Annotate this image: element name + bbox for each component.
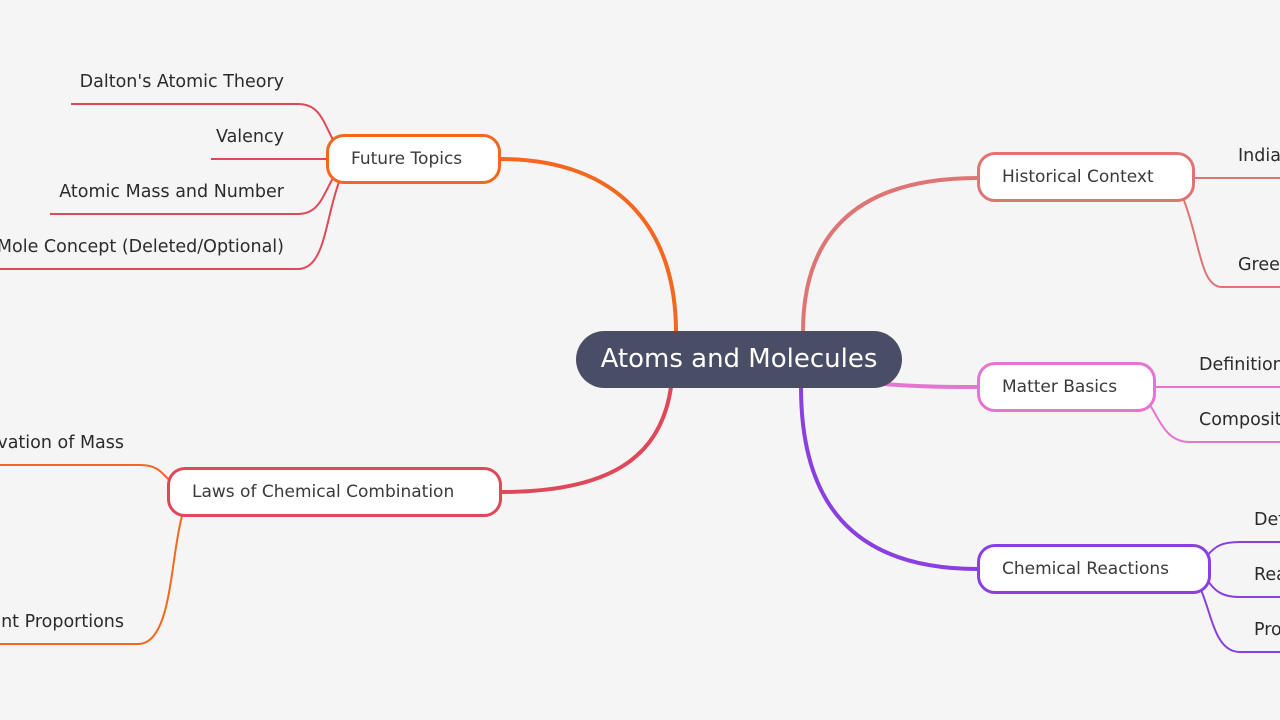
link-future-daltons bbox=[71, 103, 334, 141]
leaf-daltons-atomic-theory[interactable]: Dalton's Atomic Theory bbox=[79, 72, 284, 92]
link-future-atomic-mass bbox=[50, 177, 334, 215]
node-chemical-reactions[interactable]: Chemical Reactions bbox=[977, 544, 1211, 594]
link-reactions-def bbox=[1206, 541, 1280, 557]
link-root-matter bbox=[883, 382, 979, 389]
leaf-conservation-of-mass[interactable]: vation of Mass bbox=[0, 433, 124, 453]
node-historical-context[interactable]: Historical Context bbox=[977, 152, 1195, 202]
link-reactions-pro bbox=[1200, 589, 1280, 653]
leaf-indian[interactable]: India bbox=[1238, 146, 1280, 166]
link-root-historical bbox=[801, 176, 979, 333]
node-laws-of-chemical-combination[interactable]: Laws of Chemical Combination bbox=[167, 467, 502, 517]
leaf-composition[interactable]: Composit bbox=[1199, 410, 1280, 430]
leaf-reactions-rea[interactable]: Rea bbox=[1254, 565, 1280, 585]
node-matter-basics[interactable]: Matter Basics bbox=[977, 362, 1156, 412]
link-historical-greek bbox=[1182, 197, 1280, 288]
leaf-mole-concept[interactable]: Mole Concept (Deleted/Optional) bbox=[0, 237, 284, 257]
link-root-reactions bbox=[799, 386, 979, 571]
link-future-mole bbox=[0, 181, 340, 270]
leaf-valency[interactable]: Valency bbox=[215, 127, 284, 147]
leaf-reactions-pro[interactable]: Pro bbox=[1254, 620, 1280, 640]
leaf-atomic-mass-and-number[interactable]: Atomic Mass and Number bbox=[59, 182, 284, 202]
link-root-future-topics bbox=[499, 157, 678, 333]
root-topic[interactable]: Atoms and Molecules bbox=[576, 331, 902, 388]
link-laws-conservation bbox=[0, 464, 170, 481]
link-laws-proportions bbox=[0, 515, 183, 645]
node-future-topics[interactable]: Future Topics bbox=[326, 134, 501, 184]
leaf-reactions-def[interactable]: Def bbox=[1254, 510, 1280, 530]
leaf-greek[interactable]: Gree bbox=[1238, 255, 1280, 275]
link-root-laws bbox=[500, 386, 673, 494]
link-matter-composition bbox=[1149, 404, 1280, 443]
leaf-definition[interactable]: Definition bbox=[1199, 355, 1280, 375]
leaf-constant-proportions[interactable]: nt Proportions bbox=[1, 612, 124, 632]
